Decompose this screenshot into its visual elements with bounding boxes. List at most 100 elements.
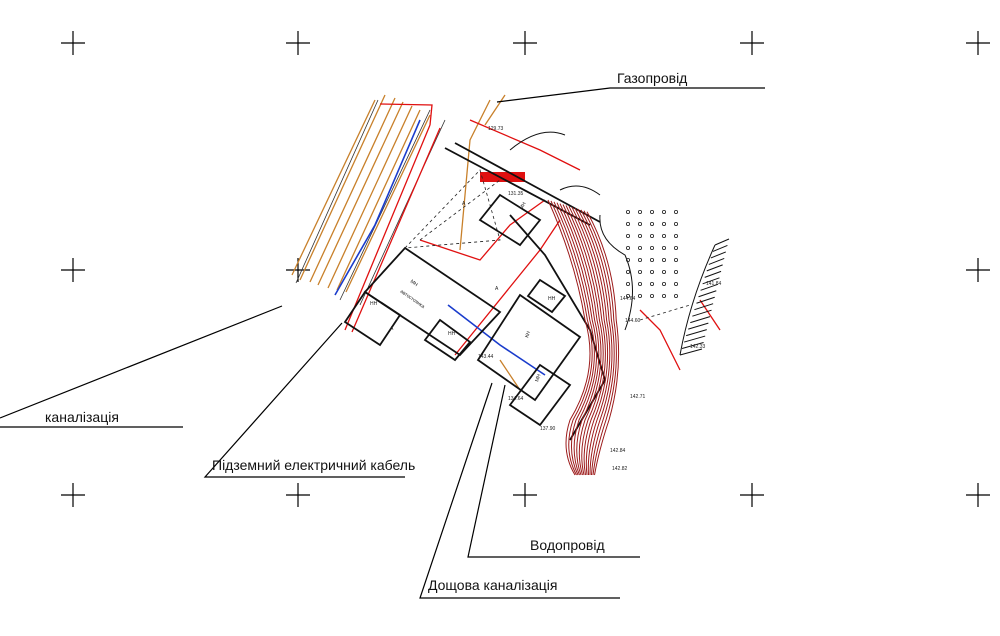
leader-lines [0, 87, 765, 599]
crosshair-icon [740, 483, 764, 507]
elevation: 131.35 [508, 191, 524, 197]
crosshair-icon [513, 483, 537, 507]
hatch-line [712, 245, 728, 252]
elevation: 141.84 [706, 281, 722, 287]
water-pipe-label: Водопровід [530, 537, 605, 553]
building-code: А [495, 286, 499, 292]
elevation: 142.82 [612, 466, 628, 472]
contour-line [553, 201, 595, 476]
parking-code: МН [409, 279, 419, 289]
tree-dot [662, 245, 667, 250]
hatch-line [683, 335, 706, 343]
building-code: НН [370, 301, 378, 307]
crosshair-icon [61, 31, 85, 55]
tree-dot [638, 209, 643, 214]
elevation: 129.73 [488, 126, 504, 132]
hatch-line [692, 309, 712, 317]
building-code: НН [448, 331, 456, 337]
contour-line [583, 210, 617, 476]
hatch-line [688, 322, 709, 330]
contour-line [586, 211, 620, 476]
tree-dot [674, 245, 679, 250]
tree-dot [674, 293, 679, 298]
elevation: 142.33 [690, 344, 706, 350]
tree-dot [638, 245, 643, 250]
tree-dot [650, 233, 655, 238]
hatch-line [681, 342, 704, 350]
building-code: А [390, 326, 394, 332]
elevation: 142.71 [630, 394, 646, 400]
tree-dot [626, 233, 631, 238]
water-lines [334, 119, 546, 376]
tree-dot [650, 269, 655, 274]
hatch-line [704, 270, 722, 278]
tree-dot [638, 293, 643, 298]
tree-dot [626, 269, 631, 274]
crosshair-icon [966, 483, 990, 507]
red-label-block [480, 172, 525, 182]
contour-line [550, 200, 593, 476]
tree-dot [674, 257, 679, 262]
building-nn-1 [343, 290, 402, 347]
tree-dot [674, 221, 679, 226]
contour-line [565, 205, 604, 476]
crosshair-icon [740, 31, 764, 55]
tree-dot [674, 269, 679, 274]
building-kn [476, 293, 582, 402]
contour-line [568, 206, 606, 476]
tree-dot [662, 257, 667, 262]
tree-dot [662, 269, 667, 274]
parking-name: автостоянка [399, 289, 426, 310]
elevation: 142.84 [610, 448, 626, 454]
tree-dot [626, 245, 631, 250]
crosshair-icon [513, 31, 537, 55]
crosshair-icon [61, 258, 85, 282]
tree-dot [650, 221, 655, 226]
tree-dot [674, 281, 679, 286]
tree-dot [662, 233, 667, 238]
hatch-line [708, 257, 725, 265]
contour-line [562, 204, 602, 476]
tree-dot [674, 209, 679, 214]
tree-dot [626, 209, 631, 214]
hatch-line [706, 264, 723, 272]
gas-pipe-lines [291, 94, 521, 391]
sewer-label: каналізація [45, 409, 119, 425]
terrain-contours [547, 199, 620, 476]
contour-line [580, 209, 615, 476]
tree-dot [662, 281, 667, 286]
crosshair-icon [61, 483, 85, 507]
crosshair-icon [286, 31, 310, 55]
hatch-line [696, 296, 715, 304]
contour-line [559, 203, 600, 476]
building-code: МН [519, 201, 528, 211]
building-code: А [462, 201, 466, 207]
tree-dot [662, 209, 667, 214]
embankment-hatch [509, 131, 730, 356]
building-code: НН [548, 296, 556, 302]
elevation: 144.60 [625, 318, 641, 324]
tree-dot [638, 257, 643, 262]
storm-sewer-label: Дощова каналізація [428, 577, 558, 593]
parking-building [363, 246, 502, 357]
hatch-line [694, 303, 714, 311]
hatch-line [690, 316, 711, 324]
contour-line [574, 207, 611, 476]
elevation: 134.64 [508, 396, 524, 402]
tree-dot [650, 245, 655, 250]
crosshair-marks [61, 31, 990, 507]
tree-dot [626, 221, 631, 226]
elevation: 137.90 [540, 426, 556, 432]
elevation: 144.64 [620, 296, 636, 302]
plan-labels: МН автостоянка НН НН МН КН МН НН А А А 1… [370, 126, 722, 472]
hatch-line [714, 238, 730, 246]
tree-dot [650, 209, 655, 214]
hatch-line [702, 277, 720, 285]
gas-pipe-label: Газопровід [617, 70, 688, 86]
tree-dot [650, 293, 655, 298]
tree-dot [662, 221, 667, 226]
crosshair-icon [966, 31, 990, 55]
contour-line [571, 206, 609, 476]
